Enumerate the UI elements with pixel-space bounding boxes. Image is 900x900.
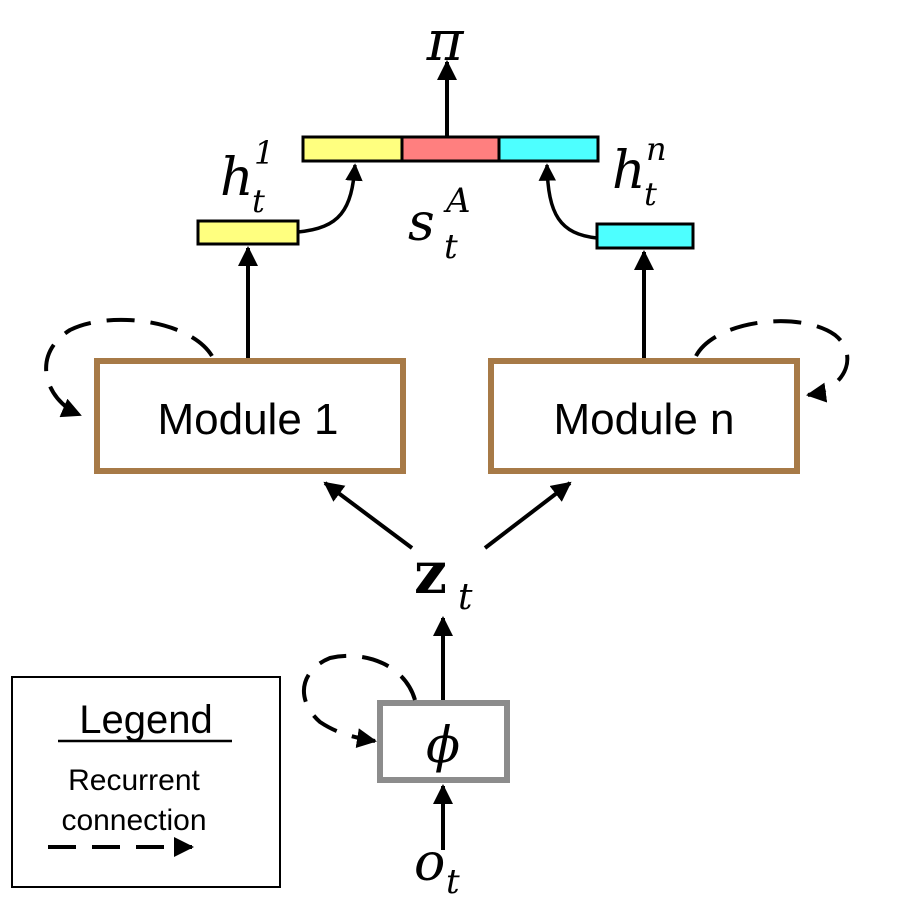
encoder-box <box>377 700 510 783</box>
module-1-recurrent-arrow <box>44 317 214 418</box>
arrow-hn-to-state <box>538 163 598 240</box>
z-label: z t <box>414 539 473 618</box>
hidden-state-n-bar <box>595 222 695 250</box>
state-label-sub: t <box>444 227 458 267</box>
state-label: s A t <box>408 181 471 267</box>
module-n-recurrent-arrow <box>694 319 850 403</box>
z-label-base: z <box>414 539 447 607</box>
legend-box: Legend Recurrent connection <box>11 676 281 888</box>
legend-line-1: Recurrent <box>68 764 200 797</box>
observation-label: o t <box>414 833 460 900</box>
h1-label-sub: t <box>252 182 265 220</box>
arrow-z-to-module1 <box>323 481 414 550</box>
hn-label: h n t <box>612 130 667 213</box>
hn-label-sub: t <box>644 175 657 213</box>
state-segment-yellow <box>301 135 404 163</box>
module-n-box <box>488 358 800 474</box>
observation-label-base: o <box>414 833 445 893</box>
z-label-sub: t <box>458 577 473 618</box>
legend-line-2: connection <box>61 804 206 837</box>
arrow-z-to-modulen <box>483 481 572 550</box>
hn-label-sup: n <box>646 130 667 168</box>
hn-label-base: h <box>612 141 646 201</box>
state-label-sup: A <box>443 181 471 221</box>
concat-state-bar <box>301 135 600 163</box>
module-n-label: Module n <box>553 395 734 444</box>
h1-label-sup: 1 <box>254 134 274 172</box>
hidden-state-1-bar <box>196 219 300 246</box>
observation-label-sub: t <box>446 862 460 900</box>
module-1-box <box>94 358 406 474</box>
h1-label: h 1 t <box>220 134 274 220</box>
state-label-base: s <box>408 193 435 253</box>
encoder-label: ϕ <box>426 716 460 774</box>
encoder-recurrent-arrow <box>302 653 417 749</box>
state-segment-red <box>400 135 501 163</box>
legend-title: Legend <box>79 698 212 742</box>
h1-label-base: h <box>220 148 254 208</box>
arrow-h1-to-state <box>297 163 363 234</box>
state-segment-cyan <box>497 135 600 163</box>
module-1-label: Module 1 <box>157 395 338 444</box>
